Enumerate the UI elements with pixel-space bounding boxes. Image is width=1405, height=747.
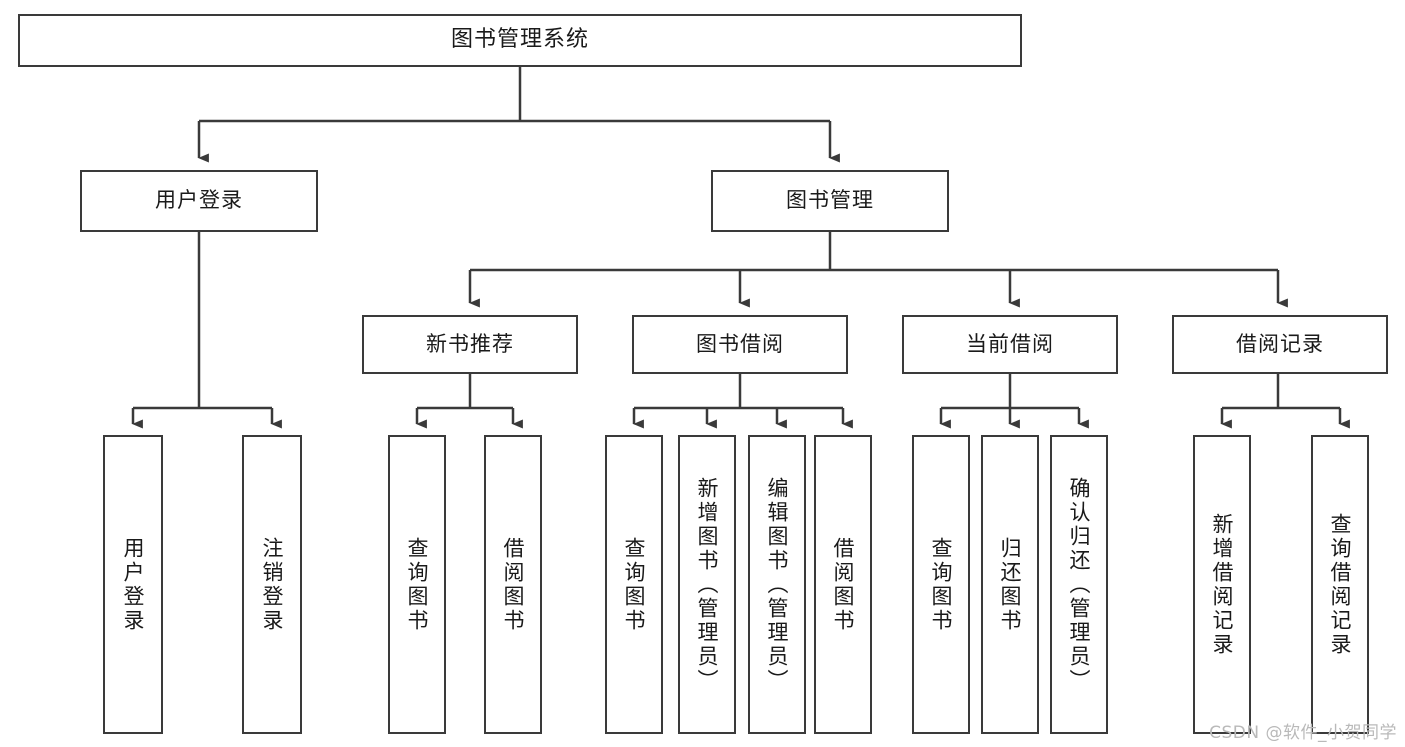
node-label: 借阅图书	[501, 536, 525, 633]
node-label: 查询借阅记录	[1328, 512, 1352, 657]
node-label: 当前借阅	[966, 331, 1054, 356]
node-current-borrow[interactable]: 当前借阅	[902, 315, 1118, 374]
node-label: 归还图书	[998, 536, 1022, 633]
node-label: 新增图书（管理员）	[695, 476, 719, 693]
leaf-borrow-borrow-books[interactable]: 借阅图书	[814, 435, 872, 734]
node-label: 注销登录	[260, 536, 284, 633]
node-label: 用户登录	[155, 188, 243, 213]
node-label: 借阅图书	[831, 536, 855, 633]
leaf-record-add-record[interactable]: 新增借阅记录	[1193, 435, 1251, 734]
node-label: 查询图书	[929, 536, 953, 633]
leaf-current-return-books[interactable]: 归还图书	[981, 435, 1039, 734]
node-label: 确认归还（管理员）	[1067, 476, 1091, 693]
node-label: 图书管理	[786, 188, 874, 213]
leaf-borrow-query-books[interactable]: 查询图书	[605, 435, 663, 734]
node-label: 新增借阅记录	[1210, 512, 1234, 657]
leaf-user-login[interactable]: 用户登录	[103, 435, 163, 734]
node-label: 用户登录	[121, 536, 145, 633]
node-new-book-recommend[interactable]: 新书推荐	[362, 315, 578, 374]
leaf-user-logout[interactable]: 注销登录	[242, 435, 302, 734]
node-label: 查询图书	[622, 536, 646, 633]
csdn-watermark: CSDN @软件_小贺同学	[1209, 723, 1397, 743]
node-borrow-record[interactable]: 借阅记录	[1172, 315, 1388, 374]
leaf-newbook-borrow-books[interactable]: 借阅图书	[484, 435, 542, 734]
node-label: 编辑图书（管理员）	[765, 476, 789, 693]
leaf-newbook-query-books[interactable]: 查询图书	[388, 435, 446, 734]
node-book-management[interactable]: 图书管理	[711, 170, 949, 232]
leaf-borrow-add-book-admin[interactable]: 新增图书（管理员）	[678, 435, 736, 734]
node-user-login[interactable]: 用户登录	[80, 170, 318, 232]
leaf-current-confirm-return-admin[interactable]: 确认归还（管理员）	[1050, 435, 1108, 734]
node-label: 图书管理系统	[450, 27, 589, 53]
leaf-borrow-edit-book-admin[interactable]: 编辑图书（管理员）	[748, 435, 806, 734]
node-label: 图书借阅	[696, 331, 784, 356]
leaf-current-query-books[interactable]: 查询图书	[912, 435, 970, 734]
node-root-system[interactable]: 图书管理系统	[18, 14, 1022, 67]
node-label: 借阅记录	[1236, 331, 1324, 356]
node-label: 查询图书	[405, 536, 429, 633]
leaf-record-query-record[interactable]: 查询借阅记录	[1311, 435, 1369, 734]
node-book-borrow[interactable]: 图书借阅	[632, 315, 848, 374]
node-label: 新书推荐	[426, 331, 514, 356]
